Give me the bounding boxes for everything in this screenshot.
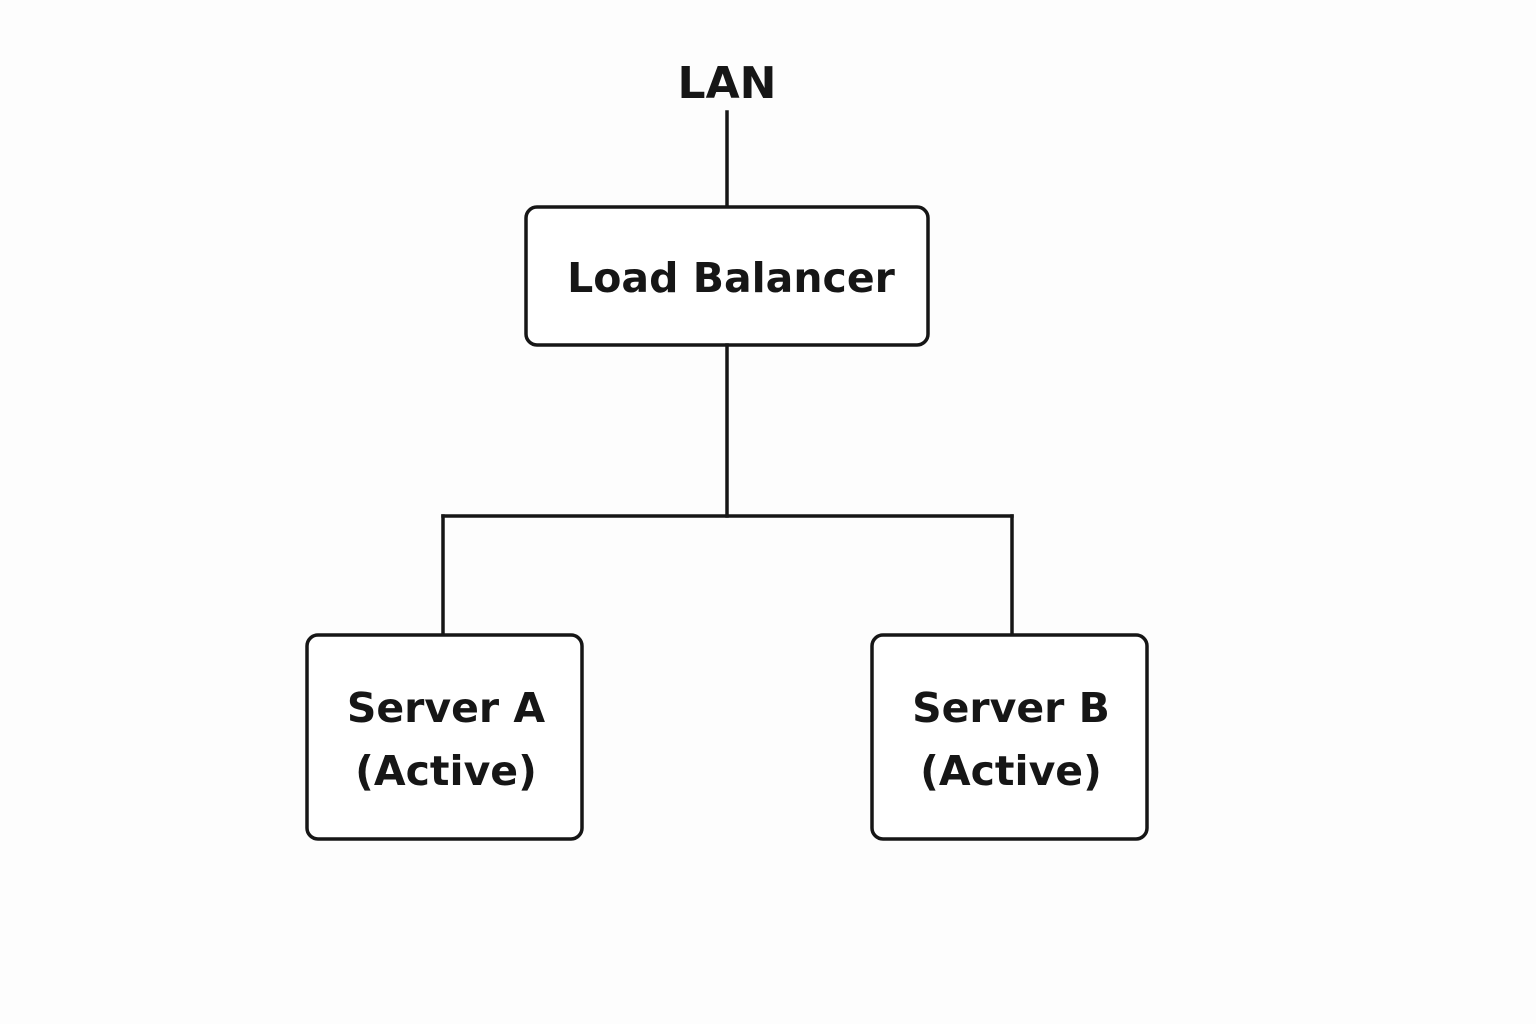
server-b-name: Server B (912, 684, 1110, 732)
server-a-name: Server A (347, 684, 546, 732)
server-b-status: (Active) (920, 747, 1102, 795)
server-a-status: (Active) (355, 747, 537, 795)
server-a-box (305, 633, 584, 841)
server-a-node: Server A (Active) (305, 633, 584, 841)
lan-label: LAN (678, 58, 777, 109)
server-b-node: Server B (Active) (870, 633, 1149, 841)
server-b-box (870, 633, 1149, 841)
load-balancer-node: Load Balancer (524, 205, 930, 347)
load-balancer-label: Load Balancer (567, 254, 896, 302)
